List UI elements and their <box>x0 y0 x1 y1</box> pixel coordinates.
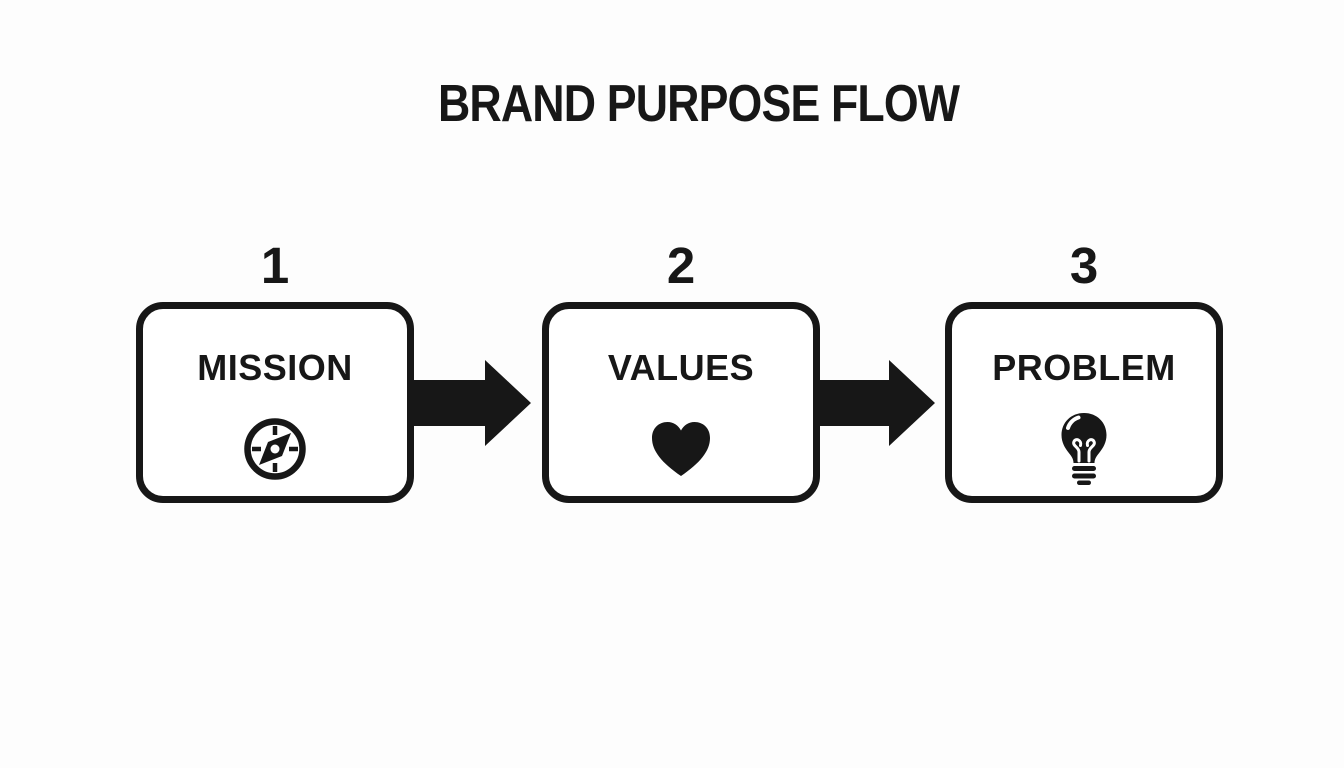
arrow-right-icon <box>411 360 531 446</box>
arrow-right-icon <box>815 360 935 446</box>
step-3-number: 3 <box>1069 237 1099 294</box>
step-box-values: VALUES <box>542 302 820 503</box>
heart-icon <box>650 412 712 486</box>
step-box-problem: PROBLEM <box>945 302 1223 503</box>
step-label-mission: MISSION <box>197 347 353 388</box>
step-2-number: 2 <box>666 237 696 294</box>
compass-icon <box>241 412 309 486</box>
step-1-number: 1 <box>260 237 290 294</box>
step-label-problem: PROBLEM <box>992 347 1176 388</box>
step-label-values: VALUES <box>607 347 755 388</box>
step-box-mission: MISSION <box>136 302 414 503</box>
lightbulb-icon <box>1054 412 1114 486</box>
page-title: BRAND PURPOSE FLOW <box>438 75 960 133</box>
